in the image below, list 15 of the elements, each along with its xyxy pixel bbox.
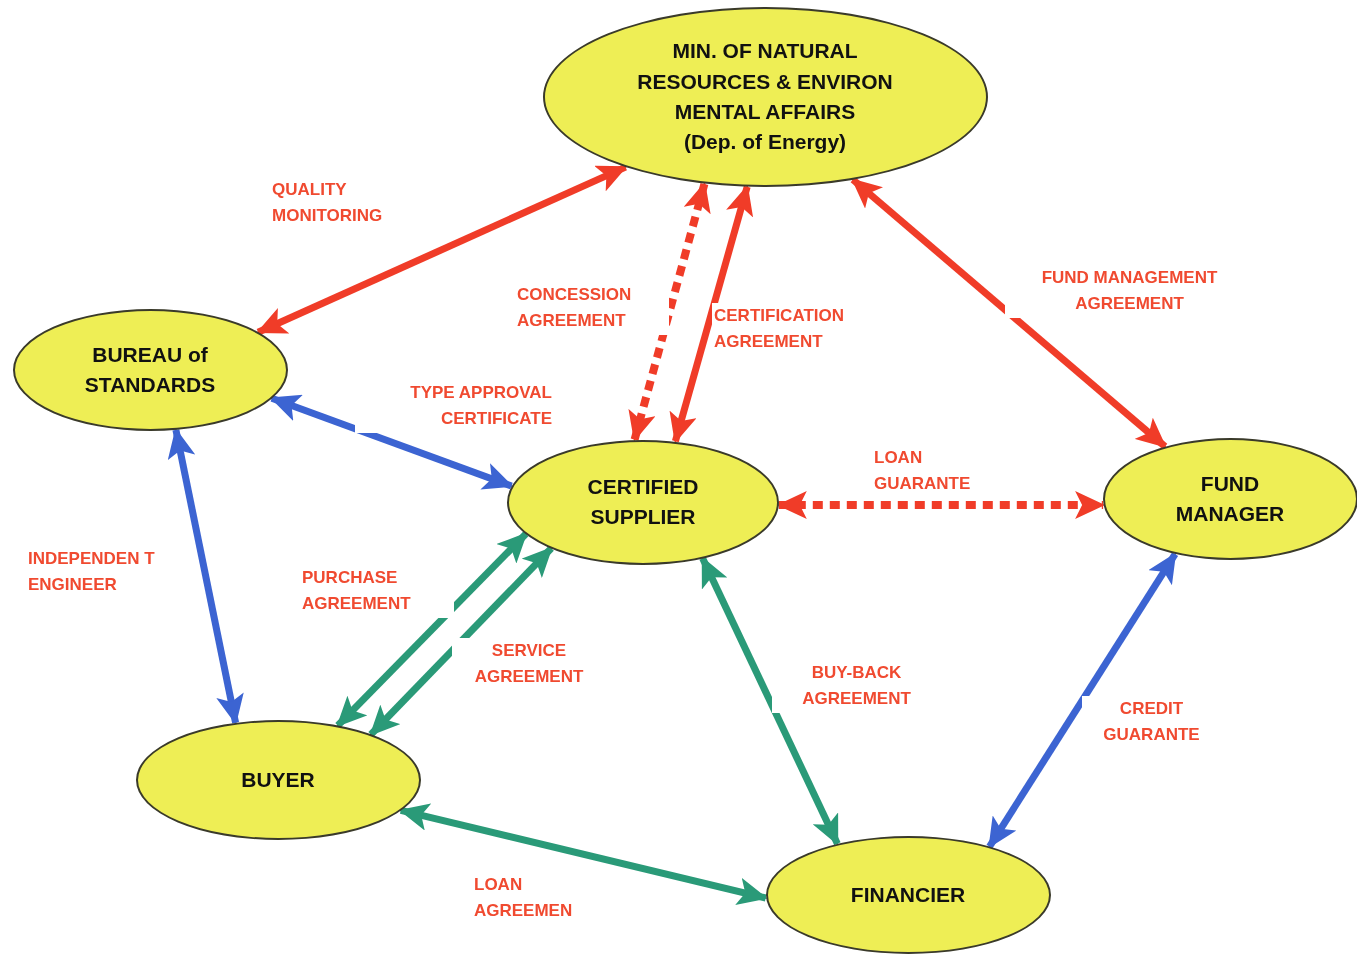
arrow: [269, 394, 514, 490]
arrow: [368, 545, 554, 737]
arrow: [335, 531, 529, 728]
node-text: CERTIFIED SUPPLIER: [586, 473, 700, 530]
node-text: BUYER: [240, 766, 316, 793]
arrow: [398, 803, 768, 906]
arrow: [256, 163, 628, 336]
node-text: BUREAU of STANDARDS: [83, 341, 217, 398]
arrow: [699, 556, 841, 846]
arrow: [850, 177, 1168, 450]
node-text: FINANCIER: [849, 881, 967, 908]
arrow: [986, 552, 1179, 849]
node-text: MIN. OF NATURAL RESOURCES & ENVIRON MENTAL AFFAIRS: [636, 38, 894, 125]
node-text: (Dep. of Energy): [682, 129, 848, 156]
node-text: FUND MANAGER: [1174, 470, 1286, 527]
